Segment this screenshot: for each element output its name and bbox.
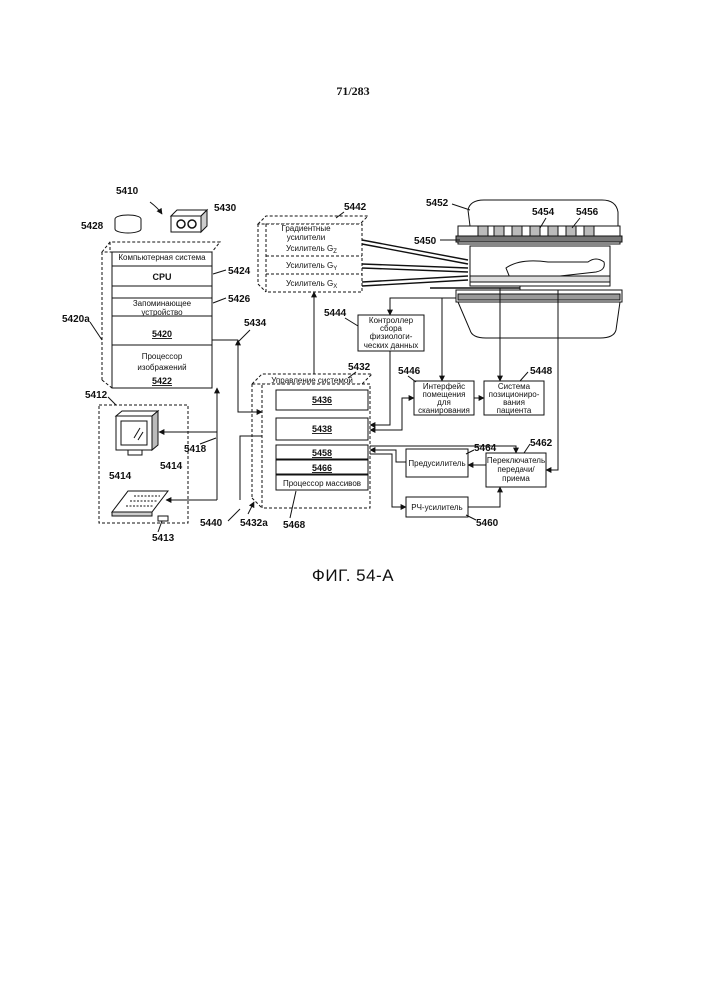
tr-switch-line3: приема [502, 474, 530, 483]
ref-5460: 5460 [476, 518, 499, 529]
ref-5432a: 5432a [240, 518, 268, 529]
ref-5424: 5424 [228, 266, 251, 277]
physio-controller-line4: ческих данных [364, 341, 419, 350]
ref-5466: 5466 [312, 463, 332, 473]
ref-5452: 5452 [426, 198, 449, 209]
preamplifier-label: Предусилитель [408, 459, 465, 468]
physio-controller-line3: физиологи- [370, 332, 413, 341]
ref-5454: 5454 [532, 207, 555, 218]
system-control-title: Управление системой [271, 376, 353, 385]
computer-system-title: Компьютерная система [118, 253, 206, 262]
ref-5438: 5438 [312, 424, 332, 434]
memory-label-line1: Запоминающее [133, 299, 192, 308]
patient-positioning-line4: пациента [497, 406, 532, 415]
image-processor-line2: изображений [137, 363, 186, 372]
rf-amplifier-label: РЧ-усилитель [411, 503, 462, 512]
ref-5440: 5440 [200, 518, 223, 529]
ref-5444: 5444 [324, 308, 347, 319]
ref-5468: 5468 [283, 520, 306, 531]
monitor-icon [116, 411, 158, 455]
ref-5434: 5434 [244, 318, 267, 329]
image-processor-line1: Процессор [142, 352, 183, 361]
ref-5413: 5413 [152, 533, 175, 544]
keyboard-icon [112, 491, 168, 521]
tr-switch-line1: Переключатель [487, 456, 545, 465]
disk-icon [115, 215, 141, 233]
ref-5464: 5464 [474, 443, 497, 454]
ref-5420a: 5420a [62, 314, 90, 325]
ref-5428: 5428 [81, 221, 104, 232]
ref-5414-monitor: 5414 [160, 461, 183, 472]
array-processor-label: Процессор массивов [283, 479, 361, 488]
ref-5446: 5446 [398, 366, 421, 377]
ref-5418: 5418 [184, 444, 207, 455]
ref-5412: 5412 [85, 390, 108, 401]
ref-5422: 5422 [152, 376, 172, 386]
ref-5450: 5450 [414, 236, 437, 247]
ref-5436: 5436 [312, 395, 332, 405]
ref-5414-keyboard: 5414 [109, 471, 132, 482]
ref-5426: 5426 [228, 294, 251, 305]
ref-5410: 5410 [116, 186, 139, 197]
tr-switch-line2: передачи/ [497, 465, 535, 474]
ref-5448: 5448 [530, 366, 553, 377]
ref-5456: 5456 [576, 207, 599, 218]
ref-5462: 5462 [530, 438, 553, 449]
memory-label-line2: устройство [141, 308, 183, 317]
figure-caption: ФИГ. 54-A [0, 566, 706, 586]
cpu-label: CPU [152, 272, 171, 282]
gradient-amplifiers-title-line1: Градиентные [281, 224, 331, 233]
gradient-amplifiers-title-line2: усилители [287, 233, 325, 242]
ref-5432: 5432 [348, 362, 371, 373]
ref-5458: 5458 [312, 448, 332, 458]
tape-drive-icon [171, 210, 207, 232]
scan-room-interface-line4: сканирования [418, 406, 470, 415]
mri-scanner [430, 200, 622, 338]
ref-5430: 5430 [214, 203, 237, 214]
ref-5420: 5420 [152, 329, 172, 339]
ref-5442: 5442 [344, 202, 367, 213]
